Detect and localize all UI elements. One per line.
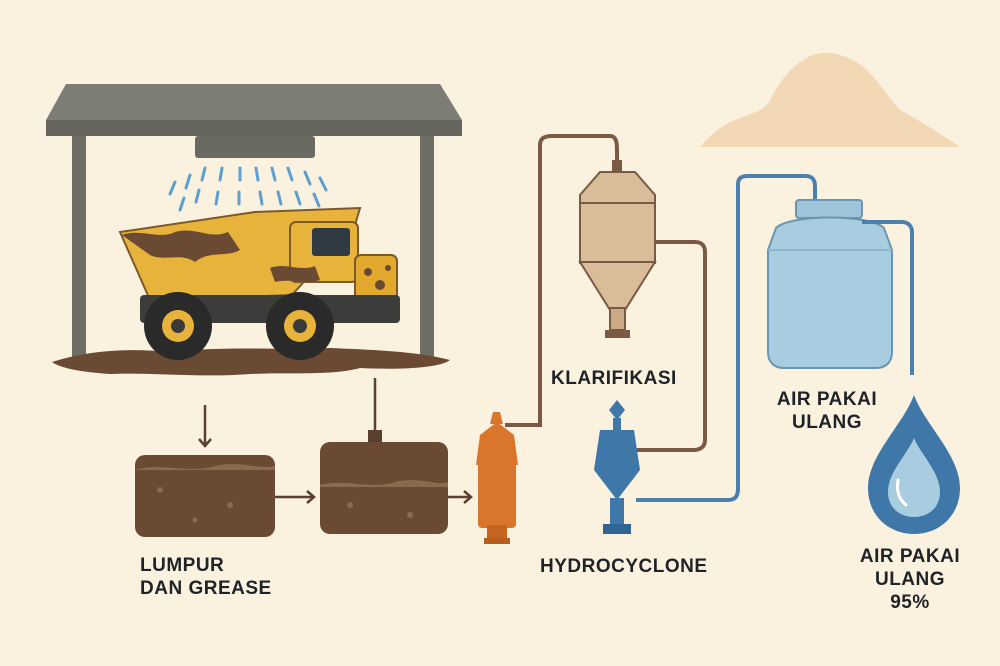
pipe-to-drop (862, 220, 914, 375)
water-spray-icon (168, 166, 328, 212)
hydrocyclone-icon (594, 400, 640, 534)
settling-tank-icon (320, 430, 448, 534)
label-line: LUMPUR (140, 555, 225, 576)
pipe-to-hydrocyclone (636, 240, 707, 452)
label-hydrocyclone: HYDROCYCLONE (540, 555, 708, 578)
water-tank-icon (767, 199, 893, 369)
label-air-pakai-ulang-tank: AIR PAKAI ULANG (762, 388, 892, 434)
clarifier-icon (578, 160, 657, 338)
label-line: ULANG (791, 412, 863, 433)
label-line: DAN GREASE (140, 578, 272, 599)
mountain-icon (700, 52, 960, 147)
label-line: AIR PAKAI (859, 546, 961, 567)
label-line: ULANG (874, 569, 946, 590)
water-drop-icon (868, 395, 960, 534)
mud-pit-icon (135, 455, 275, 537)
dump-truck-icon (118, 206, 400, 360)
label-line: KLARIFIKASI (551, 368, 677, 389)
label-klarifikasi: KLARIFIKASI (551, 367, 677, 390)
flow-arrow (198, 378, 473, 504)
label-lumpur-dan-grease: LUMPUR DAN GREASE (140, 554, 272, 600)
pipe-to-clarifier (505, 134, 619, 427)
filter-icon (476, 412, 518, 544)
label-line: HYDROCYCLONE (540, 556, 708, 577)
washing-shed-icon (46, 84, 462, 360)
label-line: AIR PAKAI (776, 389, 878, 410)
label-line: 95% (890, 592, 930, 613)
mud-puddle (52, 348, 450, 376)
label-air-pakai-ulang-95: AIR PAKAI ULANG 95% (840, 545, 980, 614)
pipe-to-tank (636, 174, 817, 502)
